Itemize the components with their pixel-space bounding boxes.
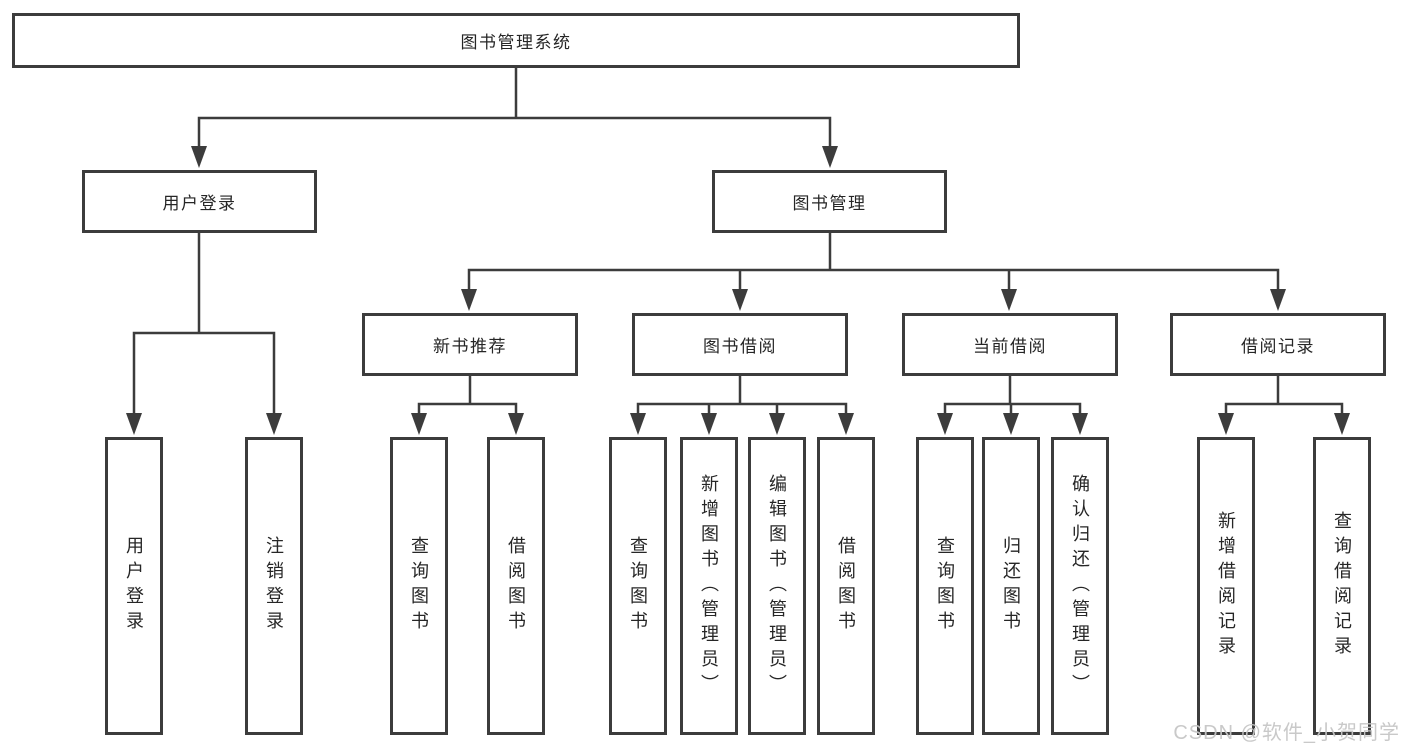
leaf-confirm-return-admin: 确认归还（管理员） [1051,437,1109,735]
node-book-borrow: 图书借阅 [632,313,848,376]
leaf-edit-book-admin: 编辑图书（管理员） [748,437,806,735]
arrowhead-icons [126,146,1350,435]
node-current-borrow: 当前借阅 [902,313,1118,376]
leaf-query-books-borrow: 查询图书 [609,437,667,735]
leaf-borrow-books-recommend: 借阅图书 [487,437,545,735]
leaf-add-book-admin: 新增图书（管理员） [680,437,738,735]
leaf-query-books-current: 查询图书 [916,437,974,735]
leaf-user-login: 用户登录 [105,437,163,735]
node-borrow-records: 借阅记录 [1170,313,1386,376]
csdn-watermark: CSDN @软件_小贺同学 [1173,722,1400,744]
leaf-query-borrow-record: 查询借阅记录 [1313,437,1371,735]
node-library-system: 图书管理系统 [12,13,1020,68]
leaf-borrow-books: 借阅图书 [817,437,875,735]
leaf-return-books: 归还图书 [982,437,1040,735]
leaf-logout: 注销登录 [245,437,303,735]
node-book-management: 图书管理 [712,170,947,233]
leaf-add-borrow-record: 新增借阅记录 [1197,437,1255,735]
node-new-book-recommend: 新书推荐 [362,313,578,376]
leaf-query-books-recommend: 查询图书 [390,437,448,735]
connector-paths [132,68,1344,414]
node-user-login: 用户登录 [82,170,317,233]
